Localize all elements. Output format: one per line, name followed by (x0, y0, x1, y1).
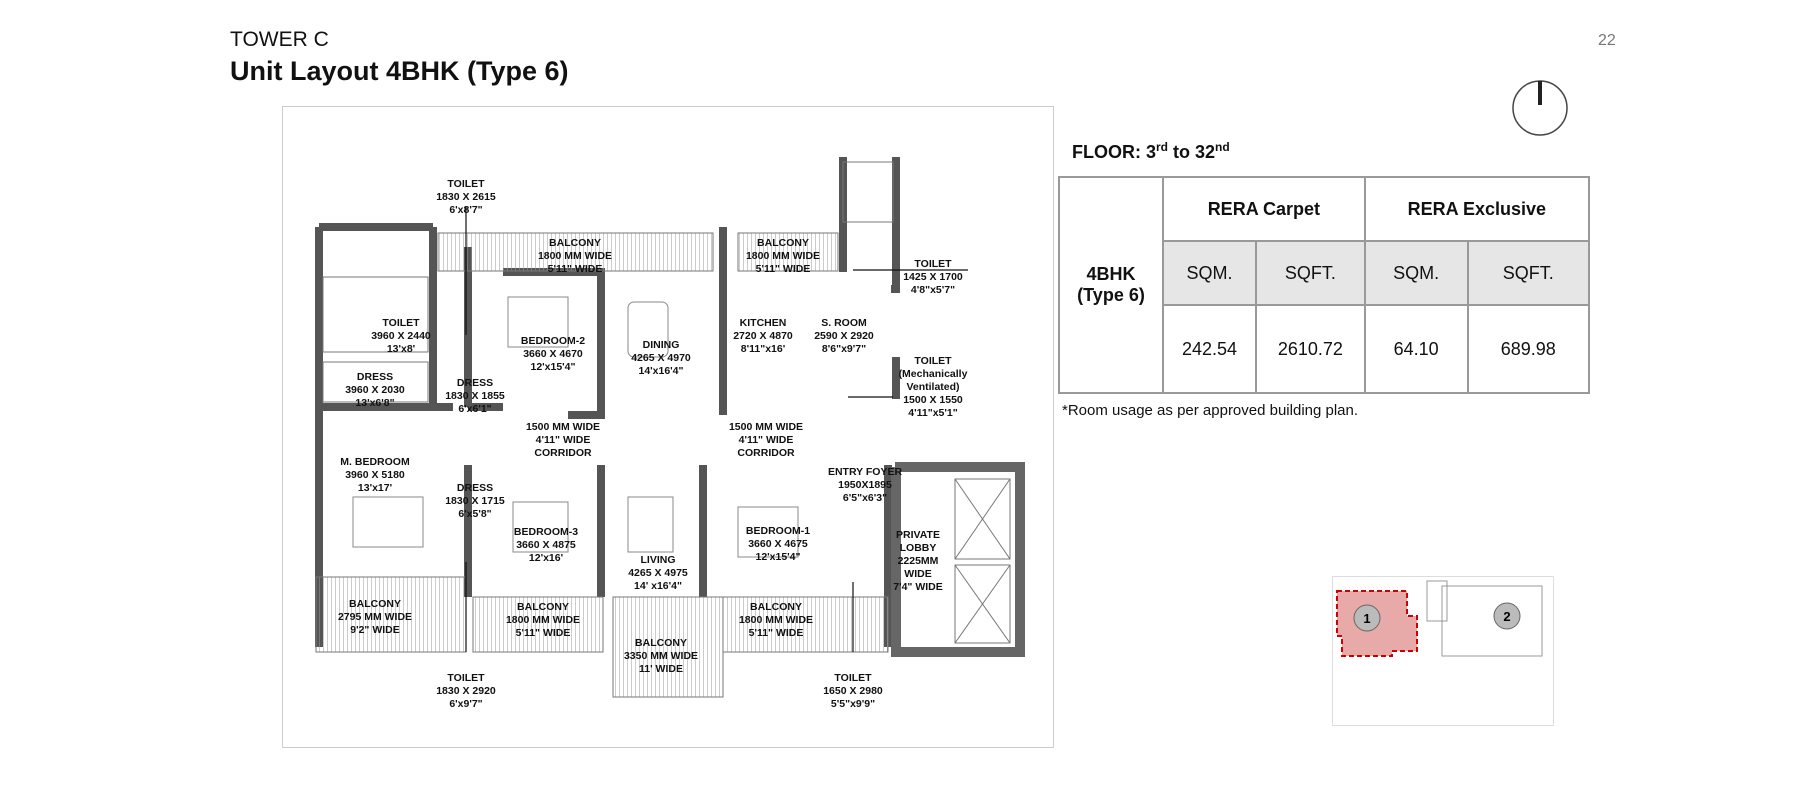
page-title: Unit Layout 4BHK (Type 6) (230, 56, 569, 86)
carpet-sqm-header: SQM. (1162, 240, 1257, 306)
exclusive-sqft-header: SQFT. (1466, 240, 1591, 306)
room-usage-note: *Room usage as per approved building pla… (1062, 402, 1359, 419)
rera-carpet-header: RERA Carpet (1162, 176, 1366, 242)
area-table: 4BHK(Type 6) RERA Carpet RERA Exclusive … (1058, 176, 1591, 394)
carpet-sqft-header: SQFT. (1254, 240, 1366, 306)
walls (315, 157, 900, 647)
rera-exclusive-header: RERA Exclusive (1363, 176, 1591, 242)
tower-label: TOWER C (230, 28, 329, 51)
exclusive-sqm-value: 64.10 (1363, 304, 1469, 394)
exclusive-sqft-value: 689.98 (1466, 304, 1591, 394)
north-arrow-icon (1512, 80, 1568, 136)
unit-2-marker: 2 (1503, 609, 1510, 624)
carpet-sqm-value: 242.54 (1162, 304, 1257, 394)
page-number: 22 (1598, 32, 1616, 49)
key-plan: 1 2 (1332, 576, 1554, 726)
floor-range: FLOOR: 3rd to 32nd (1072, 140, 1230, 162)
structure (891, 462, 1025, 657)
exclusive-sqm-header: SQM. (1363, 240, 1469, 306)
unit-1-marker: 1 (1363, 611, 1370, 626)
unit-type-cell: 4BHK(Type 6) (1058, 176, 1164, 394)
carpet-sqft-value: 2610.72 (1254, 304, 1366, 394)
